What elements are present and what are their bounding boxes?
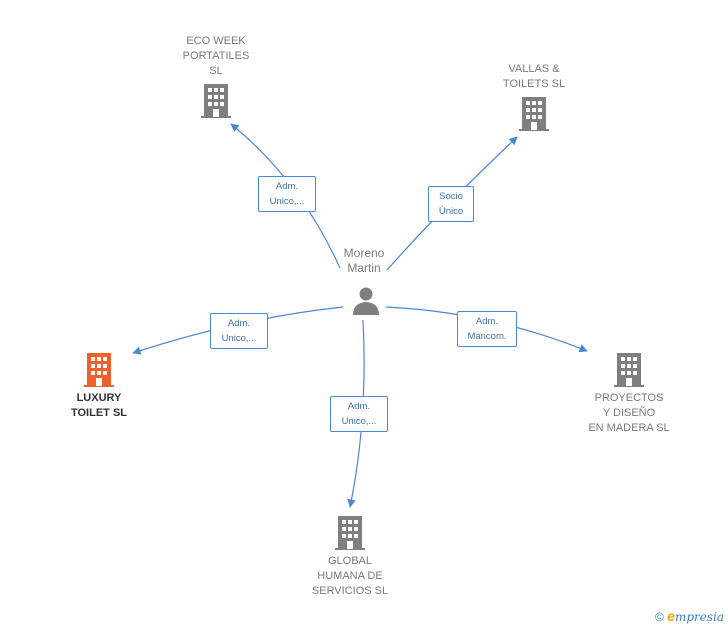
company-vallas-toilets[interactable]: VALLAS & TOILETS SL xyxy=(484,62,584,132)
brand-logo-text: mpresia xyxy=(674,610,724,624)
company-label: PROYECTOS Y DISEÑO EN MADERA SL xyxy=(588,392,670,434)
building-icon xyxy=(335,516,365,550)
company-global-humana[interactable]: GLOBAL HUMANA DE SERVICIOS SL xyxy=(300,515,400,599)
company-label: LUXURY TOILET SL xyxy=(70,392,128,419)
company-label: VALLAS & TOILETS SL xyxy=(502,63,566,90)
copyright-icon: © xyxy=(654,610,664,624)
relation-label-global[interactable]: Adm. Unico,... xyxy=(330,396,388,432)
brand-footer: © empresia xyxy=(655,608,724,624)
company-label: ECO WEEK PORTATILES SL xyxy=(182,35,250,77)
building-icon xyxy=(519,97,549,131)
relation-label-proyectos[interactable]: Adm. Mancom. xyxy=(457,311,517,347)
building-icon xyxy=(84,353,114,387)
building-icon xyxy=(201,84,231,118)
relation-label-vallas[interactable]: Socio Único xyxy=(428,186,474,222)
brand-logo-e: e xyxy=(667,608,675,624)
company-label: GLOBAL HUMANA DE SERVICIOS SL xyxy=(311,555,389,597)
relation-label-luxury[interactable]: Adm. Unico,... xyxy=(210,313,268,349)
person-icon[interactable] xyxy=(351,286,381,316)
company-proyectos-diseno[interactable]: PROYECTOS Y DISEÑO EN MADERA SL xyxy=(574,352,684,436)
relation-label-eco[interactable]: Adm. Unico,... xyxy=(258,176,316,212)
company-luxury-toilet[interactable]: LUXURY TOILET SL xyxy=(49,352,149,421)
company-eco-week[interactable]: ECO WEEK PORTATILES SL xyxy=(166,34,266,119)
building-icon xyxy=(614,353,644,387)
person-name[interactable]: Moreno Martin xyxy=(343,246,385,275)
